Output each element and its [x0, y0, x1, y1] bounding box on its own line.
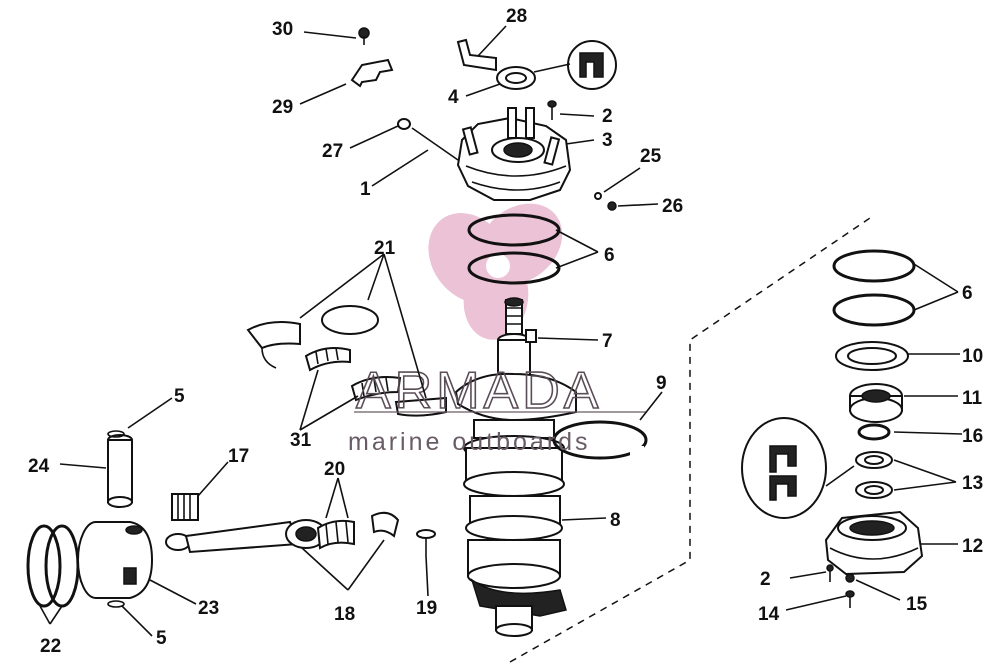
bearing-housing-3: [456, 107, 572, 201]
callout-14: 14: [758, 604, 780, 625]
dashed-assembly-line: [509, 217, 871, 663]
ring-16: [857, 423, 891, 441]
callout-13: 13: [962, 473, 983, 494]
stud-1: [411, 127, 459, 161]
callout-12: 12: [962, 536, 983, 557]
callout-9: 9: [656, 373, 667, 394]
callout-22: 22: [40, 636, 61, 657]
callout-numbers: 30 28 29 4 2 3 27 25 1 26 6 21 7 6 10 9 …: [28, 6, 983, 657]
washer-27: [397, 118, 411, 130]
callout-11: 11: [962, 388, 983, 409]
clip-5-lower: [107, 600, 125, 608]
callout-20: 20: [324, 459, 345, 480]
needle-cages-20: [316, 519, 355, 550]
callout-30: 30: [272, 19, 293, 40]
retaining-ring-9: [552, 420, 648, 460]
plate-10: [835, 341, 909, 371]
callout-31: 31: [290, 430, 312, 451]
callout-24: 24: [28, 456, 50, 477]
seal-detail-inset: [567, 40, 617, 90]
callout-5-lower: 5: [156, 628, 167, 649]
callout-5-upper: 5: [174, 386, 185, 407]
callout-10: 10: [962, 346, 983, 367]
callout-29: 29: [272, 97, 293, 118]
leader-lines: [39, 25, 963, 637]
bolt-19: [416, 529, 436, 556]
bracket-28: [456, 38, 497, 72]
washer-15: [845, 573, 855, 583]
bolt-2-lower: [826, 564, 834, 582]
clip-5-upper: [107, 430, 125, 438]
callout-21: 21: [374, 238, 396, 259]
callout-1: 1: [360, 179, 371, 200]
callout-19: 19: [416, 598, 437, 619]
o-rings-6-lower: [832, 249, 916, 327]
seal-4: [496, 66, 536, 90]
seals-13: [855, 451, 893, 499]
washer-25: [594, 192, 602, 200]
callout-4: 4: [448, 87, 459, 108]
piston-rings-22: [26, 524, 80, 608]
needle-cages-31: [304, 347, 402, 402]
callout-23: 23: [198, 598, 219, 619]
callout-16: 16: [962, 426, 983, 447]
piston-23: [77, 521, 154, 599]
watermark-brand: ARMADA: [356, 362, 602, 420]
piston-pin-24: [107, 434, 133, 508]
connecting-rod-18: [165, 511, 400, 554]
callout-27: 27: [322, 141, 343, 162]
bracket-29: [350, 58, 394, 88]
callout-15: 15: [906, 594, 928, 615]
seal-detail-inset-lower: [741, 417, 827, 519]
callout-7: 7: [602, 331, 613, 352]
crankshaft-8: [454, 297, 577, 637]
propeller-logo: [428, 203, 563, 340]
bearing-halves-21: [246, 305, 447, 417]
watermark-tagline: marine outboards: [348, 428, 591, 456]
callout-25: 25: [640, 146, 662, 167]
callout-28: 28: [506, 6, 527, 27]
screw-14: [845, 590, 855, 608]
callout-3: 3: [602, 130, 613, 151]
callout-6-upper: 6: [604, 245, 615, 266]
callout-6-lower: 6: [962, 283, 973, 304]
ball-bearing-11: [849, 383, 903, 423]
o-rings-6-upper: [467, 213, 561, 285]
callout-8: 8: [610, 510, 621, 531]
callout-17: 17: [228, 446, 249, 467]
lower-housing-12: [824, 510, 924, 576]
key-7: [525, 329, 537, 343]
callout-18: 18: [334, 604, 355, 625]
screw-30: [358, 27, 370, 45]
nut-26: [607, 201, 617, 211]
callout-2-lower: 2: [760, 569, 771, 590]
callout-26: 26: [662, 196, 683, 217]
callout-2-top: 2: [602, 106, 613, 127]
needle-bearing-17: [171, 493, 199, 521]
bolt-2-top: [547, 100, 557, 120]
